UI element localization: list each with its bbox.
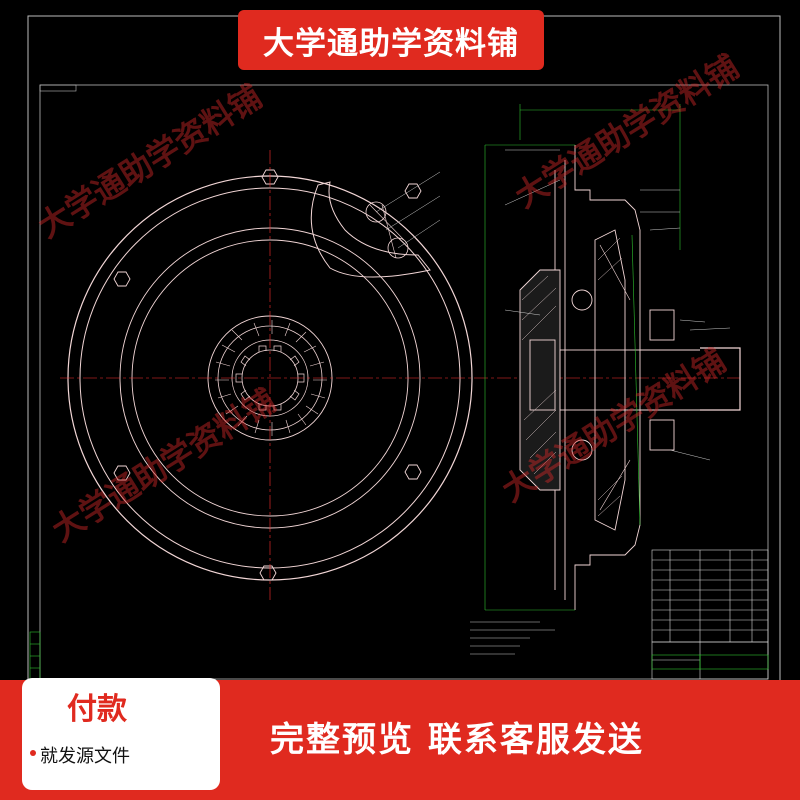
payment-subtitle: 就发源文件 [40,746,130,767]
payment-card: 付款 就发源文件 [22,678,220,790]
center-lines [60,150,740,600]
shop-banner: 大学通助学资料铺 [238,10,544,70]
bullet-dot [30,750,36,756]
title-block [651,549,769,680]
clutch-section-view [519,145,741,610]
drawing-inner-border [39,84,769,680]
payment-title: 付款 [67,692,127,727]
title-tag-box [39,84,77,92]
technical-notes [470,621,555,655]
damper-slots [215,320,327,436]
promo-slogan: 完整预览 联系客服发送 [270,720,644,760]
side-strip [29,631,41,681]
leader-lines [375,149,731,461]
dimension-lines [484,104,681,611]
title-block-green [651,654,769,670]
shop-banner-text: 大学通助学资料铺 [263,25,519,62]
